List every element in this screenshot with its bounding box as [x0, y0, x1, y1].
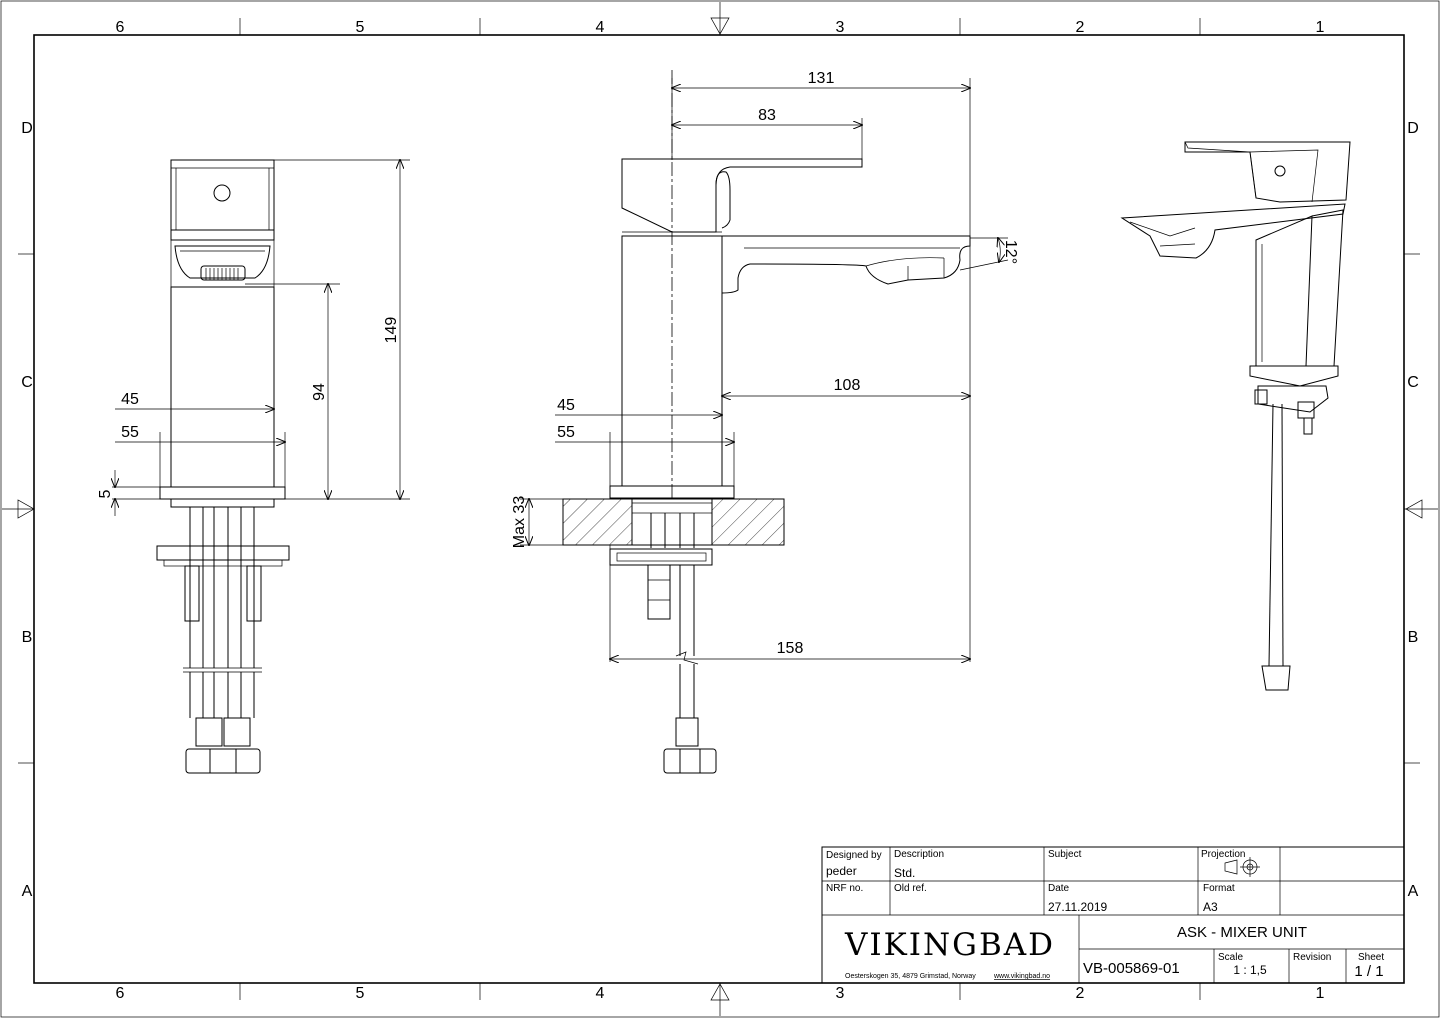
grid-row-b-right: B	[1408, 629, 1419, 646]
company-address: Oesterskogen 35, 4879 Grimstad, Norway	[845, 973, 976, 980]
format-value: A3	[1203, 900, 1218, 914]
dim-total-height: 149	[383, 317, 400, 344]
grid-labels-left: D C B A	[21, 120, 33, 900]
dim-body-width: 45	[121, 391, 139, 408]
grid-row-b: B	[22, 629, 33, 646]
date-value: 27.11.2019	[1048, 900, 1107, 914]
title-block: Designed by peder Description Std. Subje…	[821, 846, 1405, 984]
projection-symbol-icon	[1224, 857, 1260, 877]
dim-base-thickness: 5	[97, 489, 114, 498]
date-label: Date	[1048, 883, 1070, 894]
designed-by-label: Designed by	[826, 850, 882, 861]
side-view: 149 94 45 55 5	[97, 160, 410, 774]
grid-row-d: D	[21, 120, 33, 137]
grid-col-4: 4	[596, 19, 605, 36]
company-website-link[interactable]: www.vikingbad.no	[993, 973, 1050, 980]
description-label: Description	[894, 849, 944, 860]
nrf-label: NRF no.	[826, 883, 863, 894]
scale-label: Scale	[1218, 952, 1243, 963]
dim-front-body-width: 45	[557, 397, 575, 414]
dim-overall-depth: 131	[808, 70, 835, 87]
dim-base-width: 55	[121, 424, 139, 441]
grid-row-a: A	[22, 883, 33, 900]
grid-col-6: 6	[116, 19, 125, 36]
vikingbad-logo: VIKINGBAD	[844, 927, 1055, 963]
grid-col-1-bottom: 1	[1316, 985, 1325, 1002]
sheet-value: 1 / 1	[1354, 963, 1383, 980]
designed-by-value: peder	[826, 864, 857, 878]
dim-max-deck: Max 33	[511, 496, 528, 549]
grid-row-a-right: A	[1408, 883, 1419, 900]
dim-hose-reach: 158	[777, 640, 804, 657]
grid-col-2: 2	[1076, 19, 1085, 36]
grid-col-3-bottom: 3	[836, 985, 845, 1002]
grid-col-3: 3	[836, 19, 845, 36]
grid-labels-top: 6 5 4 3 2 1	[116, 19, 1325, 36]
grid-col-4-bottom: 4	[596, 985, 605, 1002]
dim-spout-angle: 12°	[1002, 240, 1019, 264]
drawing-number: VB-005869-01	[1083, 960, 1180, 977]
grid-row-d-right: D	[1407, 120, 1419, 137]
dim-handle-length: 83	[758, 107, 776, 124]
dim-spout-reach: 108	[834, 377, 861, 394]
grid-col-6-bottom: 6	[116, 985, 125, 1002]
sheet-label: Sheet	[1358, 952, 1384, 963]
iso-handle-indicator-icon	[1274, 165, 1286, 177]
isometric-view	[1120, 141, 1351, 691]
dim-spout-height: 94	[311, 383, 328, 401]
scale-value: 1 : 1,5	[1233, 963, 1267, 977]
projection-label: Projection	[1201, 849, 1245, 860]
grid-labels-bottom: 6 5 4 3 2 1	[116, 985, 1325, 1002]
subject-label: Subject	[1048, 849, 1082, 860]
grid-row-c-right: C	[1407, 374, 1419, 391]
grid-col-1: 1	[1316, 19, 1325, 36]
grid-col-5: 5	[356, 19, 365, 36]
grid-labels-right: D C B A	[1407, 120, 1419, 900]
old-ref-label: Old ref.	[894, 883, 927, 894]
grid-col-2-bottom: 2	[1076, 985, 1085, 1002]
dim-front-base-width: 55	[557, 424, 575, 441]
handle-indicator-icon	[213, 184, 231, 202]
drawing-title: ASK - MIXER UNIT	[1177, 924, 1307, 941]
grid-col-5-bottom: 5	[356, 985, 365, 1002]
revision-label: Revision	[1293, 952, 1331, 963]
grid-row-c: C	[21, 374, 33, 391]
format-label: Format	[1203, 883, 1235, 894]
front-view: 131 83 12° 108 45 55 Max 33 158	[511, 70, 1019, 774]
description-value: Std.	[894, 866, 915, 880]
